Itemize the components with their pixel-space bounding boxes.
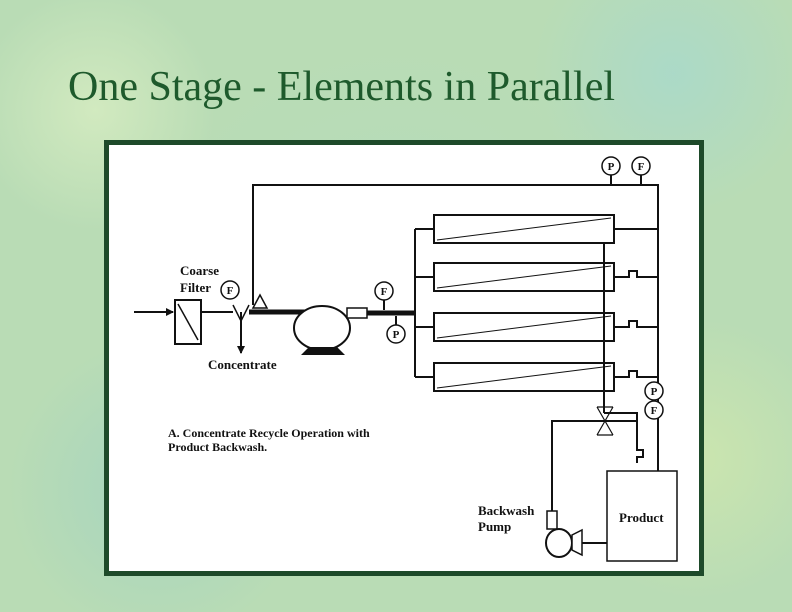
product-tank [606, 470, 678, 562]
product-tank-label: Product [619, 510, 664, 525]
top-flow-gauge [631, 156, 651, 176]
filter-element [177, 303, 199, 341]
top-flow-gauge-label: F [638, 161, 645, 173]
top-pressure-gauge [601, 156, 621, 176]
concentrate-outlet-4 [614, 370, 658, 378]
backwash-pump [545, 528, 573, 558]
concentrate-outlet-3 [614, 320, 658, 328]
pump-outlet [346, 307, 368, 319]
feed-flow-gauge [374, 281, 394, 301]
permeate-flow-gauge-label: F [651, 405, 658, 417]
caption-line1: A. Concentrate Recycle Operation with [168, 426, 370, 440]
filter-flow-gauge-label: F [227, 285, 234, 297]
membrane-line-3 [436, 315, 612, 339]
feed-flow-gauge-label: F [381, 286, 388, 298]
feed-pressure-gauge [386, 324, 406, 344]
backwash-pump-label-line1: Backwash [478, 503, 535, 518]
concentrate-label: Concentrate [208, 357, 277, 372]
membrane-line-4 [436, 365, 612, 389]
backwash-pump-motor [571, 528, 583, 557]
recycle-loop-pipe [252, 184, 662, 551]
slide-title: One Stage - Elements in Parallel [68, 64, 616, 110]
concentrate-outlet-2 [614, 270, 658, 278]
backwash-pump-outlet [546, 510, 558, 530]
backwash-line [551, 420, 637, 511]
coarse-filter-label-line2: Filter [180, 280, 211, 295]
membrane-line-1 [436, 217, 612, 241]
coarse-filter-label-line1: Coarse [180, 263, 219, 278]
permeate-header [604, 412, 644, 463]
top-pressure-gauge-label: P [608, 161, 615, 173]
permeate-pressure-gauge [644, 381, 664, 401]
high-pressure-pump [293, 305, 351, 351]
membrane-line-2 [436, 265, 612, 289]
backwash-pump-label-line2: Pump [478, 519, 511, 534]
pump-base [301, 347, 345, 355]
feed-pressure-gauge-label: P [393, 329, 400, 341]
filter-flow-gauge [220, 280, 240, 300]
backwash-valve [596, 406, 614, 436]
diagram-frame: F F P P F [104, 140, 704, 576]
process-diagram: F F P P F [134, 156, 678, 562]
relief-valve [251, 293, 269, 309]
caption-line2: Product Backwash. [168, 440, 267, 454]
permeate-pressure-gauge-label: P [651, 386, 658, 398]
permeate-flow-gauge [644, 400, 664, 420]
